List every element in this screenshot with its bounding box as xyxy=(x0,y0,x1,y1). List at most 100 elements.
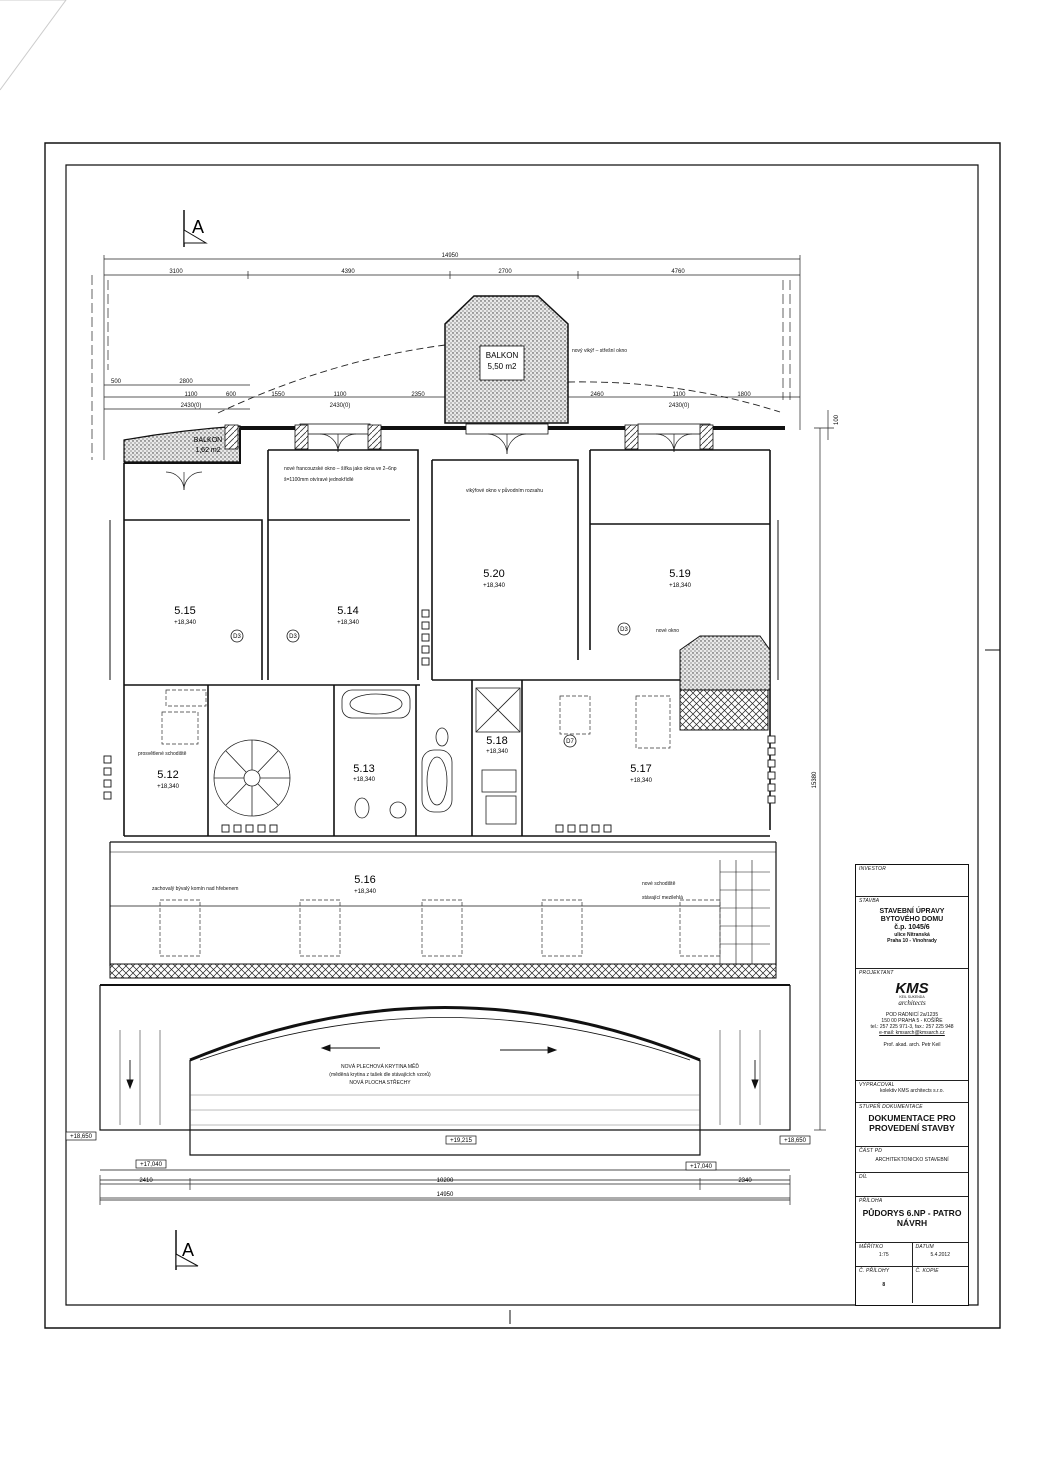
dim-win-6: 1100 xyxy=(334,392,348,398)
dim-win-10: 1800 xyxy=(737,392,751,398)
note-text: vikýřové okno v původním rozsahu xyxy=(466,487,543,494)
tb-firm-person: Prof. akad. arch. Petr Keil xyxy=(883,1042,941,1048)
dormer-windows xyxy=(159,899,721,957)
tb-c-prilohy: Č. PŘÍLOHY 8 xyxy=(856,1267,913,1303)
dim-overall-top: 14950 xyxy=(442,253,459,259)
tb-cast: ČÁST PD ARCHITEKTONICKO STAVEBNÍ xyxy=(856,1147,968,1173)
dimension-lines-bottom xyxy=(99,1175,791,1205)
room-number: 5.17 xyxy=(630,763,651,775)
balcony-small-label: BALKON xyxy=(194,437,222,444)
tb-firm-address: tel.: 257 225 971-3, fax.: 257 225 948 xyxy=(870,1024,954,1030)
room-labels: 5.15 +18,340 5.14 +18,340 5.20 +18,340 5… xyxy=(157,568,692,895)
tb-vypracoval-label: VYPRACOVAL xyxy=(859,1082,895,1088)
kms-logo: KMS KEIL SUKENDA architects xyxy=(886,978,938,1006)
dimension-text-bottom: 2410 10200 2340 14950 xyxy=(139,1178,752,1198)
section-mark-bottom xyxy=(175,1230,199,1270)
room-number: 5.19 xyxy=(669,568,690,580)
tb-stupen-label: STUPEŇ DOKUMENTACE xyxy=(859,1104,923,1110)
level-tag: +17,040 xyxy=(140,1162,163,1168)
dim-win-4: 600 xyxy=(226,392,237,398)
tb-stavba-line: č.p. 1045/6 xyxy=(894,924,930,931)
room-level: +18,340 xyxy=(157,784,180,790)
svg-text:architects: architects xyxy=(898,999,926,1006)
dim-winh-3: 2430(0) xyxy=(669,403,690,409)
tb-projektant: PROJEKTANT KMS KEIL SUKENDA architects P… xyxy=(856,969,968,1081)
tb-firm-address: POD RADNICÍ 2a/1235 xyxy=(885,1012,939,1018)
tb-vypracoval: VYPRACOVAL kolektiv KMS architects s.r.o… xyxy=(856,1081,968,1103)
dim-win-5: 1550 xyxy=(271,392,285,398)
balcony-small-area: 1,62 m2 xyxy=(195,447,220,454)
tb-meritko: MĚŘÍTKO 1:75 xyxy=(856,1243,913,1266)
level-tag: +18,650 xyxy=(70,1134,93,1140)
room-number: 5.16 xyxy=(354,874,375,886)
balcony-main-area: 5,50 m2 xyxy=(488,362,517,371)
section-label-top: A xyxy=(192,217,204,237)
note-text: nové schodiště xyxy=(642,881,676,887)
tb-stavba-line: STAVEBNÍ ÚPRAVY xyxy=(879,908,945,915)
dim-win-3: 1100 xyxy=(185,392,199,398)
balcony-main xyxy=(444,295,569,424)
tb-stupen-line: DOKUMENTACE PRO xyxy=(868,1113,956,1123)
dim-win-7: 2350 xyxy=(411,392,425,398)
room-level: +18,340 xyxy=(669,583,692,589)
dim-win-9: 1100 xyxy=(673,392,687,398)
tb-stavba-line: BYTOVÉHO DOMU xyxy=(880,916,944,923)
spiral-staircase xyxy=(213,739,291,817)
tb-cast-value: ARCHITEKTONICKO STAVEBNÍ xyxy=(875,1157,949,1163)
chimney-markers xyxy=(103,609,776,833)
room-number: 5.20 xyxy=(483,568,504,580)
note-text: zachovalý bývalý komín nad hřebenem xyxy=(152,886,238,892)
dim-top-4: 4760 xyxy=(671,269,685,275)
dim-overall-bottom: 14950 xyxy=(437,1192,454,1198)
shaft-right xyxy=(679,635,771,731)
tb-investor-label: INVESTOR xyxy=(859,866,887,872)
title-block: INVESTOR STAVBA STAVEBNÍ ÚPRAVY BYTOVÉHO… xyxy=(855,864,969,1306)
tb-firm-email: e-mail: kmsarch@kmsarch.cz xyxy=(879,1030,945,1036)
sheet-frame xyxy=(0,0,1001,1329)
tb-stupen: STUPEŇ DOKUMENTACE DOKUMENTACE PRO PROVE… xyxy=(856,1103,968,1147)
dim-winh-2: 2430(0) xyxy=(330,403,351,409)
tb-stavba: STAVBA STAVEBNÍ ÚPRAVY BYTOVÉHO DOMU č.p… xyxy=(856,897,968,969)
tb-c-prilohy-label: Č. PŘÍLOHY xyxy=(859,1268,890,1274)
door-tag: D3 xyxy=(289,634,297,640)
annotation-notes: nové francouzské okno – šířka jako okna … xyxy=(138,348,683,1086)
interior-walls xyxy=(123,449,770,837)
door-tag: D3 xyxy=(620,627,628,633)
note-text: NOVÁ PLOCHA STŘECHY xyxy=(349,1078,411,1086)
bathroom-fixtures xyxy=(341,687,521,825)
tb-priloha-label: PŘÍLOHA xyxy=(859,1198,883,1204)
tb-firm-address: 150 00 PRAHA 5 - KOŠÍŘE xyxy=(881,1018,943,1024)
room-number: 5.12 xyxy=(157,769,178,781)
note-text: nové francouzské okno – šířka jako okna … xyxy=(284,466,397,472)
facade-windows xyxy=(224,423,714,450)
svg-text:KMS: KMS xyxy=(895,980,928,997)
dim-top-1: 3100 xyxy=(169,269,183,275)
dim-win-2: 2800 xyxy=(179,379,193,385)
tb-datum: DATUM 5.4.2012 xyxy=(913,1243,969,1266)
room-level: +18,340 xyxy=(337,620,360,626)
room-level: +18,340 xyxy=(630,778,653,784)
dim-bottom-3: 2340 xyxy=(738,1178,752,1184)
dimension-text-top: 14950 3100 4390 2700 4760 500 2800 1100 … xyxy=(111,253,751,409)
section-label-bottom: A xyxy=(182,1240,194,1260)
note-text: nové okno xyxy=(656,628,679,634)
parapet-band xyxy=(109,963,777,979)
dim-top-2: 4390 xyxy=(341,269,355,275)
tb-priloha: PŘÍLOHA PŮDORYS 6.NP - PATRO NÁVRH xyxy=(856,1197,968,1243)
room-level: +18,340 xyxy=(354,889,377,895)
room-level: +18,340 xyxy=(353,777,376,783)
level-tag: +18,650 xyxy=(784,1138,807,1144)
corridor-area xyxy=(109,841,777,966)
note-text: NOVÁ PLECHOVÁ KRYTINA MĚĎ xyxy=(341,1062,419,1070)
note-text: stávající mezilehlá xyxy=(642,895,683,901)
tb-scale-date: MĚŘÍTKO 1:75 DATUM 5.4.2012 xyxy=(856,1243,968,1267)
tb-numbers: Č. PŘÍLOHY 8 Č. KOPIE xyxy=(856,1267,968,1303)
door-tag: D7 xyxy=(566,739,574,745)
note-text: š=1100mm otvíravé jednokřídlé xyxy=(284,477,354,483)
door-tag: D3 xyxy=(233,634,241,640)
dimension-right xyxy=(814,410,834,1131)
room-level: +18,340 xyxy=(486,749,509,755)
tb-datum-label: DATUM xyxy=(915,1244,934,1250)
tb-address-line: ulice Nitranská xyxy=(894,932,930,938)
dim-win-1: 500 xyxy=(111,379,122,385)
